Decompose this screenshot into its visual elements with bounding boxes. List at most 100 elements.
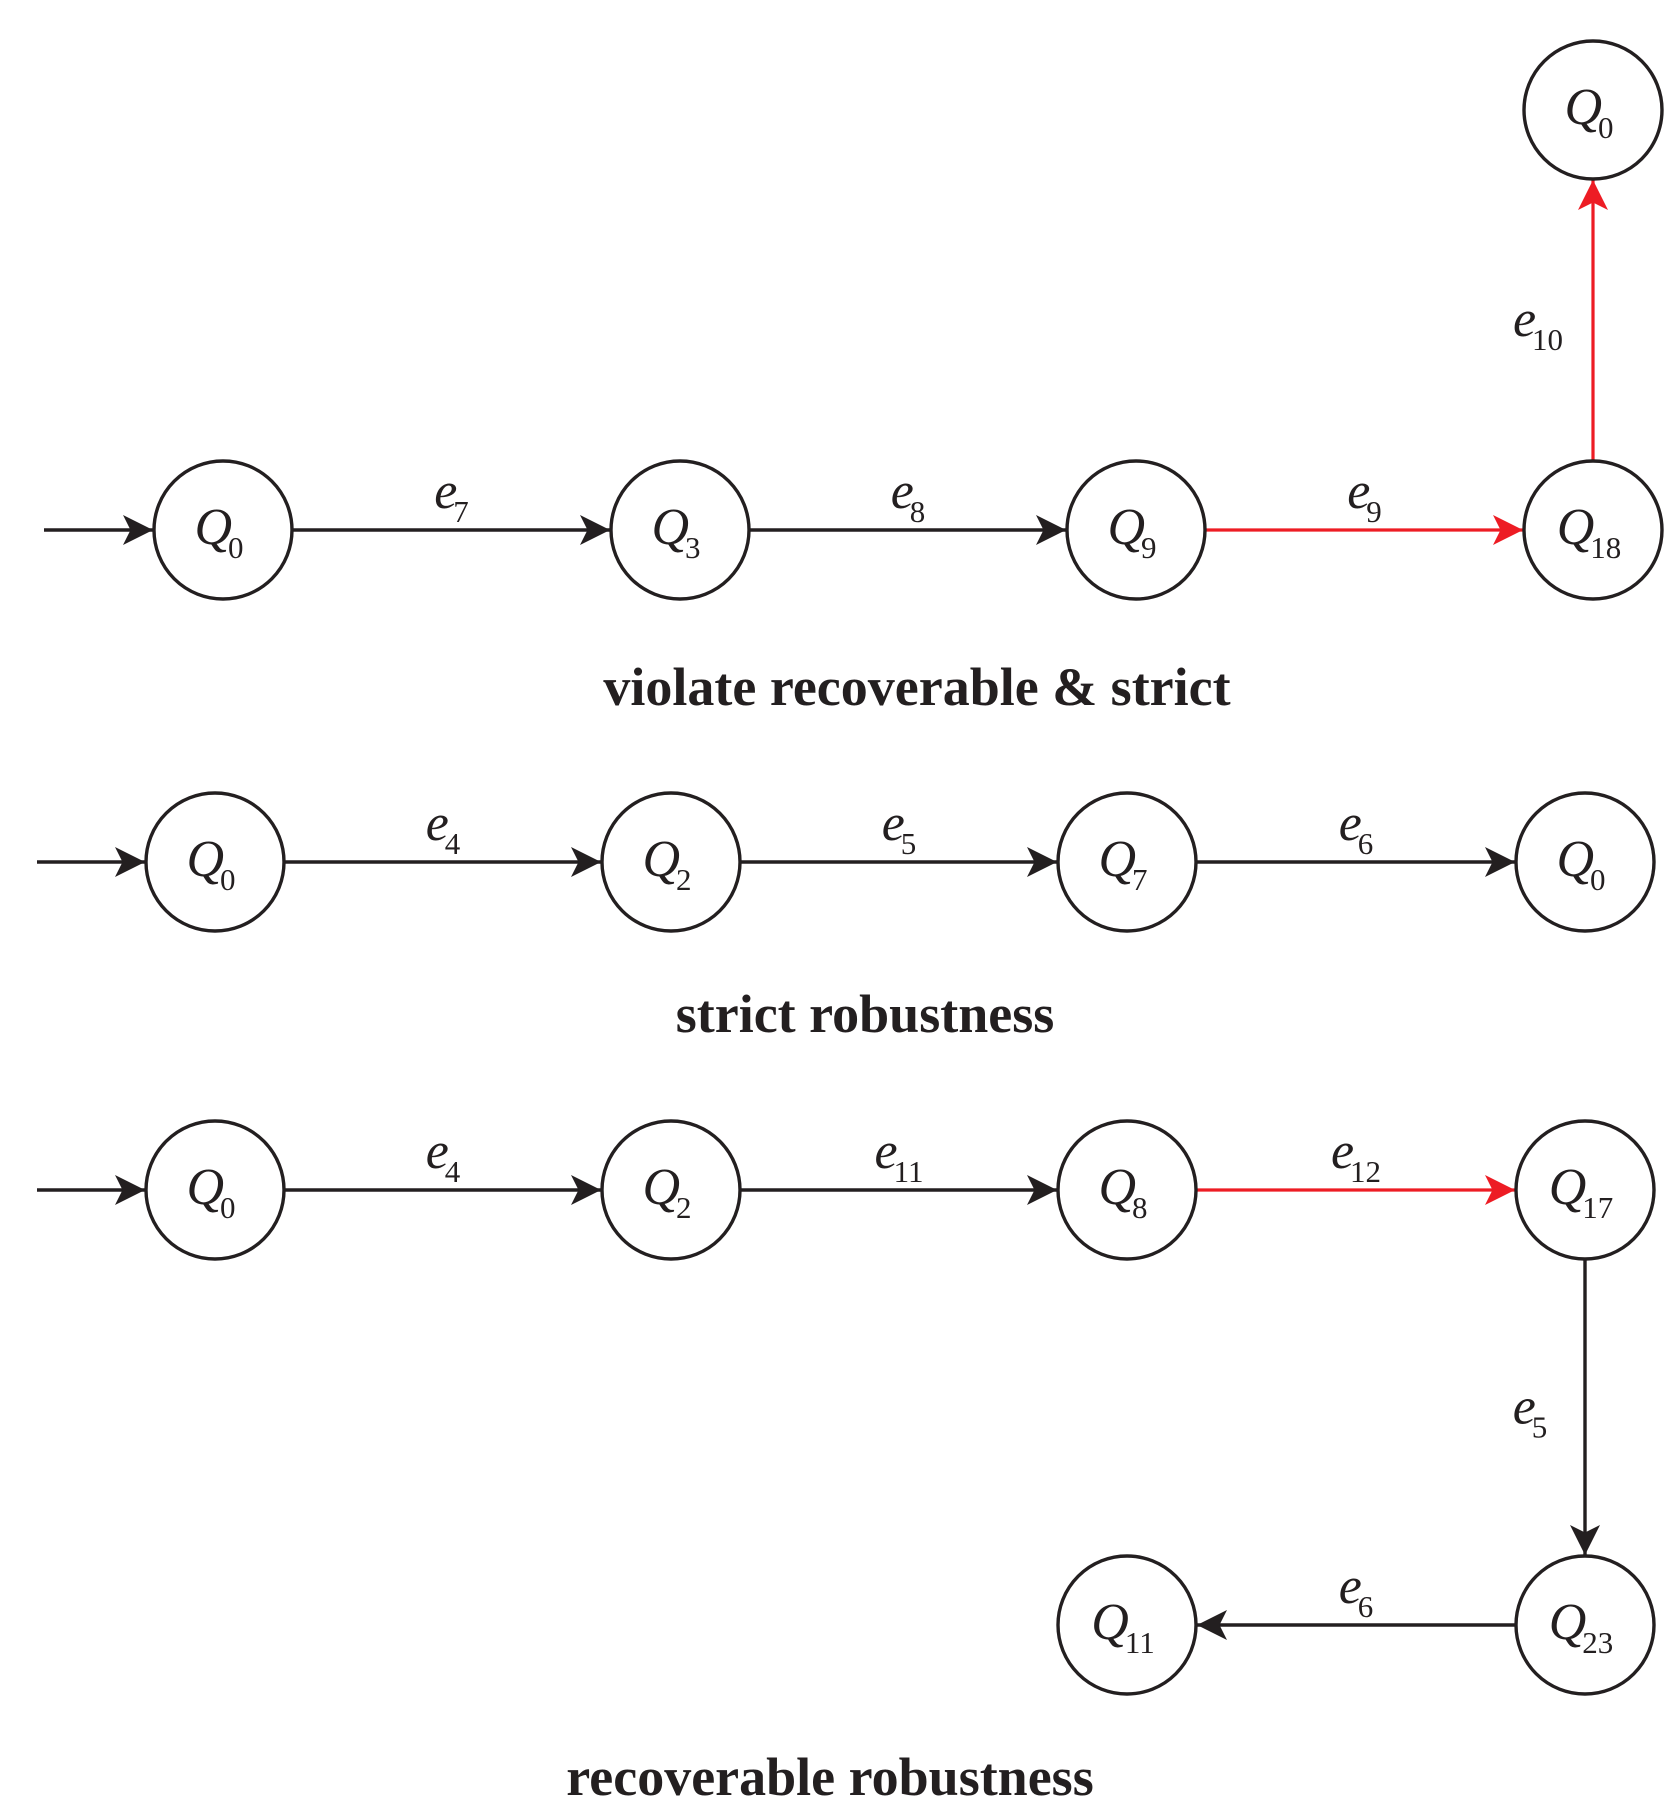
edge-label: e5 bbox=[1513, 1379, 1548, 1445]
state-label-subscript: 0 bbox=[220, 1190, 236, 1225]
edge-label-subscript: 11 bbox=[894, 1154, 924, 1189]
edge-label-letter: e bbox=[426, 1123, 449, 1180]
state-circle bbox=[1514, 1554, 1656, 1696]
state-label-letter: Q bbox=[1107, 499, 1145, 556]
edge-label: e4 bbox=[426, 795, 461, 861]
state-circle bbox=[1522, 459, 1664, 601]
state-label-subscript: 2 bbox=[676, 862, 692, 897]
edge-label: e4 bbox=[426, 1123, 461, 1189]
diagram-caption: strict robustness bbox=[676, 984, 1055, 1044]
state-label-letter: Q bbox=[194, 499, 232, 556]
edge-label: e12 bbox=[1331, 1123, 1381, 1189]
edge-label-subscript: 6 bbox=[1358, 826, 1374, 861]
state-circle bbox=[1514, 791, 1656, 933]
state-label-letter: Q bbox=[1091, 1594, 1129, 1651]
state-circle bbox=[1056, 791, 1198, 933]
state-label-letter: Q bbox=[186, 831, 224, 888]
edge-label-letter: e bbox=[875, 1123, 898, 1180]
state-label-letter: Q bbox=[1549, 1159, 1587, 1216]
state-label-subscript: 8 bbox=[1132, 1190, 1148, 1225]
state-node: Q7 bbox=[1056, 791, 1198, 933]
state-label-letter: Q bbox=[1564, 79, 1602, 136]
state-node: Q0 bbox=[1522, 39, 1664, 181]
state-label-subscript: 0 bbox=[220, 862, 236, 897]
state-label: Q0 bbox=[1564, 79, 1613, 145]
edge-label-letter: e bbox=[1513, 1379, 1536, 1436]
edge-label: e5 bbox=[882, 795, 917, 861]
edge-label-subscript: 4 bbox=[445, 1154, 461, 1189]
state-node: Q2 bbox=[600, 791, 742, 933]
state-circle bbox=[1065, 459, 1207, 601]
edge-label-letter: e bbox=[1347, 463, 1370, 520]
state-node: Q17 bbox=[1514, 1119, 1656, 1261]
state-label: Q0 bbox=[186, 831, 235, 897]
state-node: Q23 bbox=[1514, 1554, 1656, 1696]
state-label-subscript: 23 bbox=[1582, 1625, 1613, 1660]
edge-label: e7 bbox=[434, 463, 469, 529]
edge-label: e11 bbox=[875, 1123, 924, 1189]
state-node: Q9 bbox=[1065, 459, 1207, 601]
state-circle bbox=[1514, 1119, 1656, 1261]
state-label: Q7 bbox=[1098, 831, 1147, 897]
state-label-subscript: 17 bbox=[1582, 1190, 1613, 1225]
edge-label: e9 bbox=[1347, 463, 1382, 529]
state-circle bbox=[152, 459, 294, 601]
state-label: Q9 bbox=[1107, 499, 1156, 565]
state-node: Q8 bbox=[1056, 1119, 1198, 1261]
state-circle bbox=[600, 791, 742, 933]
state-node: Q0 bbox=[1514, 791, 1656, 933]
state-label-letter: Q bbox=[1556, 831, 1594, 888]
state-node: Q0 bbox=[152, 459, 294, 601]
state-label-letter: Q bbox=[1098, 831, 1136, 888]
state-label-subscript: 18 bbox=[1590, 530, 1621, 565]
edge-label-subscript: 8 bbox=[910, 494, 926, 529]
state-circle bbox=[609, 459, 751, 601]
state-circle bbox=[600, 1119, 742, 1261]
state-circle bbox=[144, 791, 286, 933]
state-circle bbox=[1056, 1119, 1198, 1261]
edge-label-letter: e bbox=[891, 463, 914, 520]
state-label: Q18 bbox=[1557, 499, 1622, 565]
state-label: Q17 bbox=[1549, 1159, 1614, 1225]
edge-label-letter: e bbox=[1513, 291, 1536, 348]
state-label: Q3 bbox=[651, 499, 700, 565]
edge-label-subscript: 5 bbox=[1532, 1410, 1548, 1445]
state-label-subscript: 3 bbox=[685, 530, 701, 565]
state-circle bbox=[1522, 39, 1664, 181]
state-node: Q11 bbox=[1056, 1554, 1198, 1696]
state-node: Q2 bbox=[600, 1119, 742, 1261]
state-label-subscript: 2 bbox=[676, 1190, 692, 1225]
state-circle bbox=[1056, 1554, 1198, 1696]
state-label: Q0 bbox=[1556, 831, 1605, 897]
state-node: Q0 bbox=[144, 791, 286, 933]
state-label-letter: Q bbox=[642, 1159, 680, 1216]
state-label-letter: Q bbox=[1549, 1594, 1587, 1651]
state-label-subscript: 7 bbox=[1132, 862, 1148, 897]
state-label: Q8 bbox=[1098, 1159, 1147, 1225]
state-label: Q23 bbox=[1549, 1594, 1614, 1660]
state-label-letter: Q bbox=[186, 1159, 224, 1216]
edge-label-subscript: 6 bbox=[1358, 1589, 1374, 1624]
edge-label-letter: e bbox=[434, 463, 457, 520]
state-label: Q2 bbox=[642, 1159, 691, 1225]
state-label: Q0 bbox=[194, 499, 243, 565]
edge-label-letter: e bbox=[1331, 1123, 1354, 1180]
diagram-caption: violate recoverable & strict bbox=[603, 657, 1230, 717]
edge-label-subscript: 12 bbox=[1350, 1154, 1381, 1189]
state-label: Q2 bbox=[642, 831, 691, 897]
state-label-subscript: 0 bbox=[228, 530, 244, 565]
state-label-subscript: 9 bbox=[1141, 530, 1157, 565]
state-circle bbox=[144, 1119, 286, 1261]
state-label-subscript: 0 bbox=[1598, 110, 1614, 145]
edge-label-subscript: 10 bbox=[1532, 322, 1563, 357]
edge-label: e10 bbox=[1513, 291, 1563, 357]
state-node: Q18 bbox=[1522, 459, 1664, 601]
state-node: Q0 bbox=[144, 1119, 286, 1261]
state-label-subscript: 0 bbox=[1590, 862, 1606, 897]
edge-label-subscript: 9 bbox=[1366, 494, 1382, 529]
edge-label: e6 bbox=[1339, 795, 1374, 861]
